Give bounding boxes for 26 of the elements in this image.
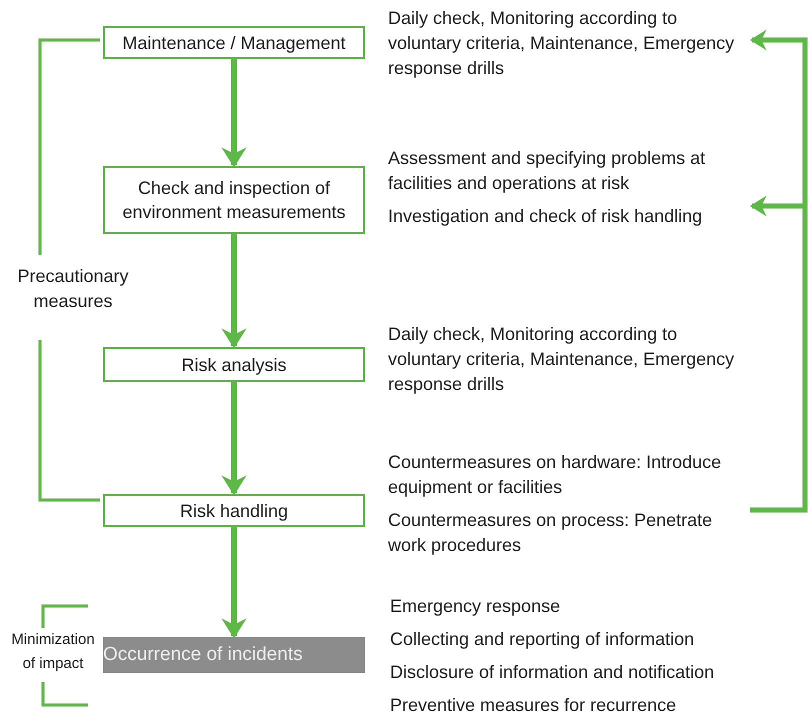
description-text: Countermeasures on hardware: Introduce equipment or facilities bbox=[388, 451, 722, 499]
process-box bbox=[103, 26, 365, 59]
process-box bbox=[103, 494, 365, 527]
box-label: Risk handling bbox=[178, 500, 290, 522]
description-text: Investigation and check of risk handling bbox=[388, 205, 704, 228]
process-box bbox=[103, 347, 365, 382]
box-label: Maintenance / Management bbox=[121, 32, 347, 54]
event-box bbox=[103, 637, 365, 673]
response-text: Disclosure of information and notification bbox=[390, 661, 716, 684]
box-label: Occurrence of incidents bbox=[103, 644, 304, 666]
box-label: Check and inspection of environment measurements bbox=[121, 177, 347, 224]
description-text: Assessment and specifying problems at facilities and operations at risk bbox=[388, 147, 706, 195]
response-text: Preventive measures for recurrence bbox=[390, 694, 678, 717]
description-text: Daily check, Monitoring according to voluntary criteria, Maintenance, Emergency response drills bbox=[388, 323, 736, 396]
bracket-label: Precautionary measures bbox=[16, 265, 130, 313]
box-label: Risk analysis bbox=[180, 354, 288, 376]
response-text: Emergency response bbox=[390, 595, 562, 618]
arrow bbox=[221, 234, 247, 349]
description-text: Daily check, Monitoring according to voluntary criteria, Maintenance, Emergency response drills bbox=[388, 7, 736, 80]
arrow bbox=[221, 59, 247, 168]
arrow bbox=[221, 527, 247, 639]
response-text: Collecting and reporting of information bbox=[390, 628, 696, 651]
bracket-label: Minimization of impact bbox=[10, 630, 96, 674]
arrow bbox=[221, 382, 247, 496]
description-text: Countermeasures on process: Penetrate work procedures bbox=[388, 509, 714, 557]
process-box bbox=[103, 166, 365, 234]
